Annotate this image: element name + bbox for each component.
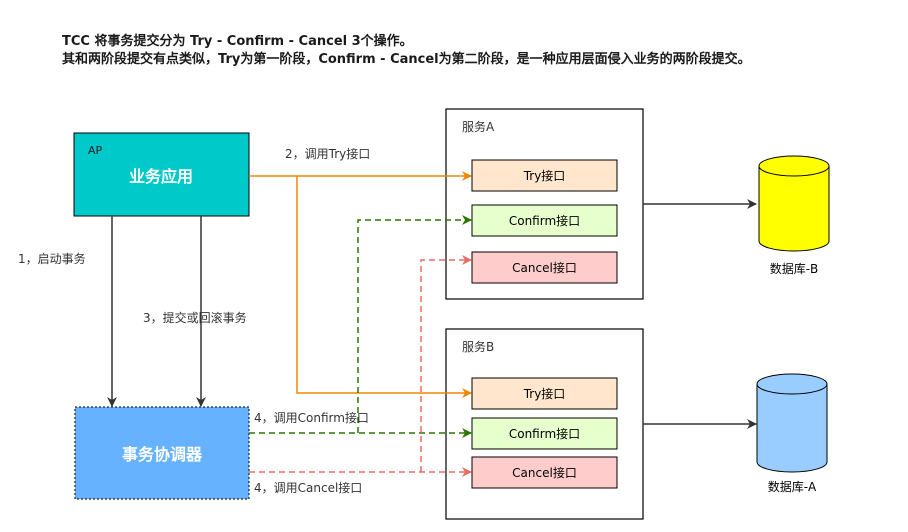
service-a-confirm-label: Confirm接口 <box>509 213 580 228</box>
database-b-label: 数据库-B <box>770 261 819 276</box>
service-a-try-label: Try接口 <box>523 168 566 183</box>
ap-node <box>73 132 250 217</box>
service-a-title: 服务A <box>462 119 495 134</box>
database-b-icon <box>758 155 830 252</box>
coordinator-label: 事务协调器 <box>122 445 203 464</box>
header-line-1: TCC 将事务提交分为 Try - Confirm - Cancel 3个操作。 <box>62 34 413 49</box>
try-call-arrow-b <box>296 176 472 398</box>
header-line-2: 其和两阶段提交有点类似，Try为第一阶段，Confirm - Cancel为第二… <box>62 52 751 67</box>
ap-tag: AP <box>88 144 103 157</box>
service-b-title: 服务B <box>462 339 494 354</box>
service-b-try-label: Try接口 <box>523 386 566 401</box>
try-call-label: 2，调用Try接口 <box>285 146 370 161</box>
service-b-confirm-label: Confirm接口 <box>509 426 580 441</box>
service-b-cancel-box <box>471 456 618 489</box>
database-a-label: 数据库-A <box>768 479 817 494</box>
service-a-confirm-box <box>471 204 618 237</box>
service-a-cancel-label: Cancel接口 <box>512 260 577 275</box>
service-a-cancel-box <box>471 251 618 284</box>
database-a-icon <box>756 373 828 473</box>
commit-rollback-label: 3，提交或回滚事务 <box>143 310 247 325</box>
service-a-try-box <box>471 159 618 192</box>
start-transaction-label: 1，启动事务 <box>18 251 86 266</box>
service-b-cancel-label: Cancel接口 <box>512 465 577 480</box>
service-b-try-box <box>471 377 618 410</box>
cancel-call-arrow-a <box>420 255 472 472</box>
ap-label: 业务应用 <box>129 167 193 186</box>
confirm-call-label: 4，调用Confirm接口 <box>254 410 369 425</box>
cancel-call-label: 4，调用Cancel接口 <box>254 480 362 495</box>
service-b-confirm-box <box>471 417 618 450</box>
confirm-call-arrow-a <box>357 215 472 433</box>
coordinator-node <box>74 406 250 500</box>
